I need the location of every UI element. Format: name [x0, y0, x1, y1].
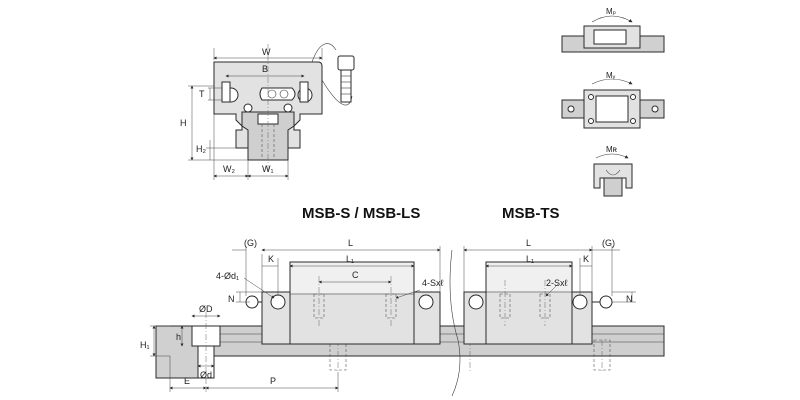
- break-line: [449, 249, 461, 397]
- dim-E-label: E: [184, 376, 190, 386]
- dim-S-left-label: 4-Sxℓ: [422, 278, 445, 288]
- dim-C-label: C: [352, 270, 359, 280]
- dim-L-left-label: L: [348, 238, 353, 248]
- dim-K-left-label: K: [268, 254, 274, 264]
- moment-mp-label: Mₚ: [606, 7, 616, 16]
- moment-mp-diagram: Mₚ: [561, 7, 665, 53]
- dim-H2-label: H₂: [196, 144, 206, 154]
- moment-mr-label: Mʀ: [606, 145, 618, 154]
- moment-my-label: Mᵧ: [606, 71, 616, 80]
- dim-N-left-label: N: [228, 294, 235, 304]
- moment-my-diagram: Mᵧ: [561, 71, 665, 129]
- dim-L-right-label: L: [526, 238, 531, 248]
- title-msb-s: MSB-S / MSB-LS: [302, 205, 420, 222]
- dim-D-label: ØD: [199, 304, 213, 314]
- grease-nipple-right: [599, 295, 613, 309]
- dim-S-right-label: 2-Sxℓ: [546, 278, 569, 288]
- mr-block: [593, 163, 633, 189]
- mr-rail: [603, 177, 623, 197]
- dim-N-right-label: N: [626, 294, 633, 304]
- dim-L1-right-label: L₁: [526, 254, 534, 264]
- dim-G-right-label: (G): [602, 238, 615, 248]
- end-seal-right: [572, 294, 588, 310]
- dim-H-label: H: [180, 118, 187, 128]
- dim-T-label: T: [199, 89, 205, 99]
- dim-h-label: h: [176, 332, 181, 342]
- dim-W1-label: W₁: [262, 164, 274, 174]
- dim-W-label: W: [262, 47, 271, 57]
- block-msb-ts-top: [485, 261, 573, 345]
- dim-P-label: P: [270, 376, 276, 386]
- dim-d-label: Ød: [200, 370, 212, 380]
- dim-H1-label: H₁: [140, 340, 150, 350]
- bolt-leader: [311, 43, 337, 63]
- dim-K-right-label: K: [583, 254, 589, 264]
- dim-L1-left-label: L₁: [346, 254, 354, 264]
- dim-G-left-label: (G): [244, 238, 257, 248]
- dim-d1-label: 4-Ød₁: [216, 271, 239, 281]
- cross-section-view: W B T H H₂ W₂ W₁: [180, 43, 355, 180]
- side-view: L L₁ C K (G) 4-Ød₁ 4-Sxℓ N ØD h H₁ Ød E: [140, 238, 665, 397]
- cap-screw: [337, 55, 355, 103]
- moment-mr-diagram: Mʀ: [593, 145, 633, 197]
- dim-B-label: B: [262, 64, 268, 74]
- dim-W2-label: W₂: [223, 164, 235, 174]
- title-msb-ts: MSB-TS: [502, 205, 560, 222]
